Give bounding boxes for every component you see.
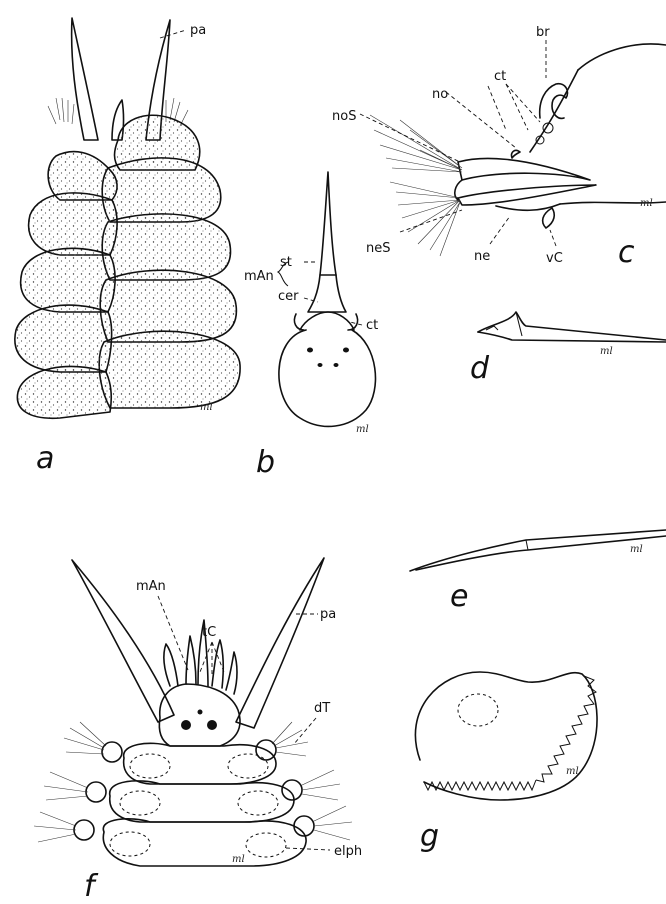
panel-letter-f: f xyxy=(84,869,99,904)
label-c-ct: ct xyxy=(494,69,506,84)
label-c-neS: neS xyxy=(366,241,391,256)
figure-f-anterior-ventral: mAn tC pa dT elph ml f xyxy=(34,558,362,904)
figure-f-parapodia xyxy=(34,722,352,842)
figure-a-dorsal-view: pa ml a xyxy=(15,18,240,476)
figure-c-notosetae xyxy=(370,115,462,172)
label-b-ct: ct xyxy=(366,318,378,333)
panel-letter-a: a xyxy=(36,441,54,476)
figure-d-neuroseta-hooked: ml d xyxy=(470,312,666,386)
panel-letter-e: e xyxy=(450,579,468,614)
label-a-pa: pa xyxy=(190,23,206,38)
label-b-cer: cer xyxy=(278,289,299,304)
figure-e-seta-tip: ml e xyxy=(410,530,666,614)
signature-e: ml xyxy=(630,544,643,555)
label-f-dT: dT xyxy=(314,701,330,716)
label-c-noS: noS xyxy=(332,109,356,124)
signature-f: ml xyxy=(232,854,245,865)
label-c-ne: ne xyxy=(474,249,490,264)
label-b-mAn: mAn xyxy=(244,269,274,284)
signature-b: ml xyxy=(356,424,369,435)
label-c-no: no xyxy=(432,87,448,102)
panel-letter-b: b xyxy=(256,445,275,480)
label-f-mAn: mAn xyxy=(136,579,166,594)
signature-a: ml xyxy=(200,402,213,413)
figure-c-parapodium: br ct no noS neS ne vC ml c xyxy=(332,25,666,270)
figure-g-elytron: ml g xyxy=(415,672,597,854)
panel-letter-c: c xyxy=(618,235,635,270)
label-c-vC: vC xyxy=(546,251,563,266)
signature-d: ml xyxy=(600,346,613,357)
label-f-elph: elph xyxy=(334,844,362,859)
signature-g: ml xyxy=(566,766,579,777)
panel-letter-d: d xyxy=(470,351,490,386)
label-b-st: st xyxy=(280,255,292,270)
label-f-tC: tC xyxy=(202,625,216,640)
signature-c: ml xyxy=(640,198,653,209)
panel-letter-g: g xyxy=(420,819,439,854)
figure-b-prostomium: st mAn cer ct ml b xyxy=(244,172,378,480)
figure-c-neurosetae xyxy=(390,182,460,256)
label-c-br: br xyxy=(536,25,550,40)
label-f-pa: pa xyxy=(320,607,336,622)
